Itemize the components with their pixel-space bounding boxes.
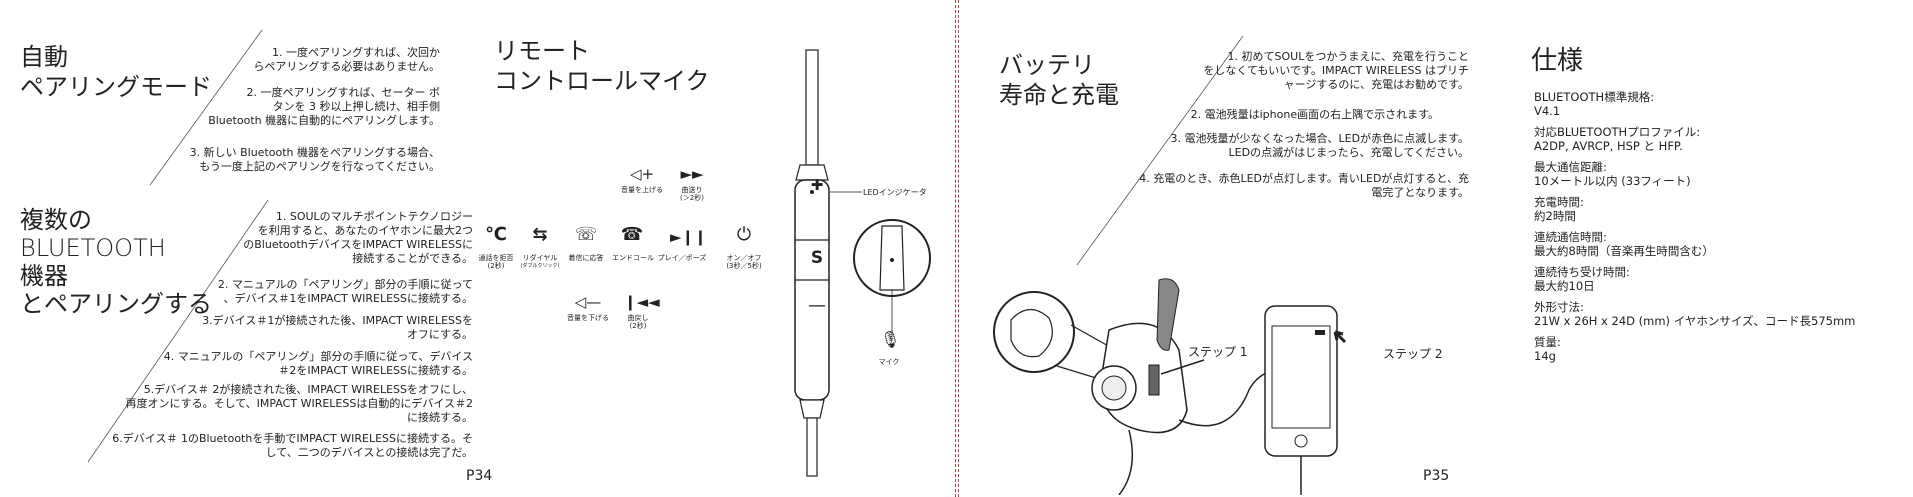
page-number: P35: [1423, 468, 1450, 484]
redial-icon: ⇆: [532, 224, 548, 245]
play-pause-icon: ►❙❙: [670, 228, 707, 246]
rewind-icon: ❙◄◄: [624, 293, 660, 311]
soul-logo-icon: S: [810, 248, 824, 268]
multi-pair-item-1: 1. SOULのマルチポイントテクノロジー を利用すると、あなたのイヤホンに最大…: [243, 210, 473, 265]
spec-item: 最大通信距離:10メートル以内 (33フィート): [1534, 160, 1691, 188]
specs-list: BLUETOOTH標準規格:V4.1 対応BLUETOOTHプロファイル:A2D…: [1534, 90, 1904, 370]
fast-forward-label: 曲送り(＞2秒): [680, 186, 704, 202]
remote-title: リモート コントロールマイク: [494, 37, 710, 95]
microphone-icon: 🎙: [880, 330, 901, 349]
play-pause-label: プレイ／ポーズ: [657, 254, 707, 262]
led-indicator-label: LEDインジケータ: [863, 188, 927, 197]
reject-call-label: 通話を拒否(2秒): [478, 254, 514, 270]
multi-pair-item-4: 4. マニュアルの「ペアリング」部分の手順に従って、デバイス ＃2をIMPACT…: [163, 350, 473, 377]
multi-pair-item-3: 3.デバイス＃1が接続された後、IMPACT WIRELESSを オフにする。: [202, 314, 473, 341]
spec-item: 連続待ち受け時間:最大約10日: [1534, 265, 1630, 293]
auto-pair-title: 自動 ペアリングモード: [20, 43, 212, 101]
page-fold: [955, 0, 959, 497]
volume-down-icon: ◁—: [574, 293, 602, 311]
spec-item: BLUETOOTH標準規格:V4.1: [1534, 90, 1655, 118]
power-icon: ⏻: [736, 224, 752, 245]
battery-title: バッテリ 寿命と充電: [999, 51, 1119, 109]
battery-item-4: 4. 充電のとき、赤色LEDが点灯します。青いLEDが点灯すると、充 電完了とな…: [1139, 172, 1469, 199]
power-label: オン／オフ(3秒／5秒): [726, 254, 762, 270]
step-1-label: ステップ 1: [1188, 345, 1248, 359]
page-34: 自動 ペアリングモード 1. 一度ペアリングすれば、次回か らペアリングする必要…: [0, 0, 955, 497]
answer-call-icon: ☏: [574, 224, 598, 245]
volume-up-icon: ◁+: [629, 165, 655, 183]
multi-pair-item-6: 6.デバイス＃ 1のBluetoothを手動でIMPACT WIRELESSに接…: [112, 432, 473, 459]
battery-item-1: 1. 初めてSOULをつかうまえに、充電を行うこと をしなくてもいいです。IMP…: [1203, 50, 1469, 91]
minus-icon: —: [808, 295, 826, 316]
auto-pair-item-3: 3. 新しい Bluetooth 機器をペアリングする場合、 もう一度上記のペア…: [189, 146, 440, 173]
battery-item-2: 2. 電池残量はiphone画面の右上隅で示されます。: [1190, 108, 1439, 121]
answer-call-label: 着信に応答: [568, 254, 604, 262]
end-call-label: エンドコール: [612, 254, 654, 262]
spec-item: 質量:14g: [1534, 335, 1561, 363]
multi-pair-item-2: 2. マニュアルの「ペアリング」部分の手順に従って 、デバイス＃1をIMPACT…: [217, 278, 473, 305]
rewind-label: 曲戻し(2秒): [627, 314, 649, 330]
microphone-label: マイク: [878, 358, 900, 366]
spec-item: 外形寸法:21W x 26H x 24D (mm) イヤホンサイズ、コード長57…: [1534, 300, 1856, 328]
spec-item: 充電時間:約2時間: [1534, 195, 1584, 223]
end-call-icon: ☎: [620, 224, 644, 245]
plus-icon: ✚: [810, 176, 824, 194]
page-number: P34: [466, 468, 493, 484]
volume-up-label: 音量を上げる: [621, 186, 663, 194]
multi-pair-title: 複数の BLUETOOTH 機器 とペアリングする: [20, 206, 212, 318]
diagonal-rules: [87, 29, 269, 463]
auto-pair-item-2: 2. 一度ペアリングすれば、セーター ボ タンを 3 秒以上押し続け、相手側 B…: [208, 86, 440, 127]
diagonal-rule: [1076, 35, 1244, 266]
spec-item: 対応BLUETOOTHプロファイル:A2DP, AVRCP, HSP と HFP…: [1534, 125, 1701, 153]
charging-illustration: [993, 278, 1347, 495]
redial-label: リダイヤル(ダブルクリック): [520, 254, 560, 269]
remote-illustration: [794, 49, 931, 477]
volume-down-label: 音量を下げる: [567, 314, 609, 322]
specs-title: 仕様: [1531, 46, 1584, 76]
battery-item-3: 3. 電池残量が少なくなった場合、LEDが赤色に点滅します。 LEDの点滅がはじ…: [1170, 132, 1469, 159]
multi-pair-item-5: 5.デバイス＃ 2が接続された後、IMPACT WIRELESSをオフにし、 再…: [125, 383, 473, 424]
page-35: バッテリ 寿命と充電 1. 初めてSOULをつかうまえに、充電を行うこと をしな…: [959, 0, 1913, 497]
step-2-label: ステップ 2: [1383, 347, 1443, 361]
auto-pair-item-1: 1. 一度ペアリングすれば、次回か らペアリングする必要はありません。: [253, 46, 440, 73]
spec-item: 連続通信時間:最大約8時間（音楽再生時間含む）: [1534, 230, 1714, 258]
fast-forward-icon: ►►: [680, 165, 704, 183]
reject-call-icon: ℃: [485, 224, 507, 245]
